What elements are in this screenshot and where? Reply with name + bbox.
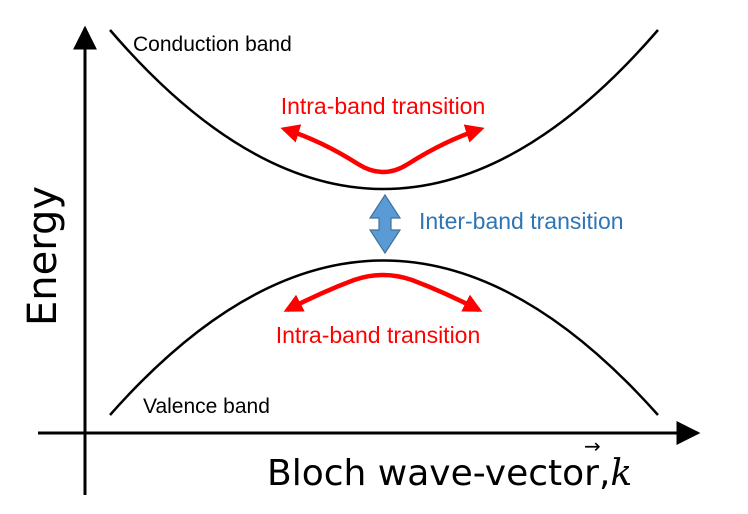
intra-band-label-lower: Intra-band transition	[276, 322, 481, 348]
inter-band-arrow	[368, 193, 402, 255]
wavevector-axis-label-text: Bloch wave-vector,	[267, 453, 610, 494]
valence-band-curve	[109, 259, 659, 416]
conduction-band-curve	[109, 29, 659, 191]
intra-band-label-upper: Intra-band transition	[281, 93, 486, 119]
inter-band-label: Inter-band transition	[419, 208, 624, 234]
valence-band-label: Valence band	[143, 395, 270, 418]
conduction-band-label: Conduction band	[133, 33, 292, 56]
wavevector-symbol-k: k	[610, 453, 632, 494]
wavevector-axis-label: Bloch wave-vector,k	[267, 453, 632, 494]
intra-band-arrow-lower	[283, 272, 483, 313]
intra-band-arrow-upper	[280, 124, 485, 175]
energy-axis-label: Energy	[20, 186, 66, 326]
wavevector-vector-accent: →	[584, 434, 601, 458]
